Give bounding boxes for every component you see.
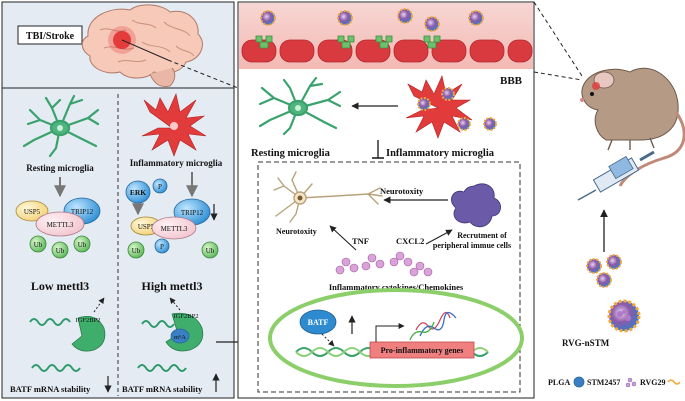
p-mid-2-label: P: [160, 243, 164, 251]
inflammatory-microglia-center: [405, 75, 473, 139]
mrna-left-2: [31, 364, 81, 372]
mrna-left-1: [29, 318, 71, 326]
resting-label-center: Resting microglia: [251, 148, 331, 159]
mettl3-mid-label: METTL3: [161, 225, 188, 233]
m6a-mid-label: m⁶A: [174, 334, 186, 341]
low-mettl3: Low mettl3: [31, 279, 89, 293]
cxcl2-label: CXCL2: [396, 236, 424, 246]
ub-mid-2: [201, 241, 219, 259]
ub-left-2-label: Ub: [56, 247, 65, 255]
brain-image: [81, 4, 203, 87]
cytokines-label: Inflammatory cytokines/Chemokines: [329, 282, 464, 292]
legend-rvg29: RVG29: [640, 378, 666, 387]
arrow-cxcl2: [425, 229, 453, 245]
mouse-zoom-line-2: [533, 71, 583, 81]
igf2bp2-left-label: IGF2BP2: [76, 317, 101, 324]
batf-protein: [299, 309, 337, 335]
batf-stability-left: BATF mRNA stability: [10, 384, 91, 394]
tbi-label: TBI/Stroke: [26, 31, 75, 42]
bbb-label: BBB: [500, 75, 523, 87]
trip12-left-label: TRIP12: [71, 208, 94, 216]
ub-left-1-label: Ub: [34, 241, 43, 249]
syringe-illustration: [577, 150, 655, 201]
legend-plga-icon: [573, 376, 585, 388]
recruitment-line2: peripheral immue cells: [433, 241, 511, 250]
p-mid-2: [154, 238, 170, 254]
resting-title-left: Resting microglia: [26, 163, 94, 173]
igf2bp2-mid-label: IGF2BP2: [174, 313, 199, 320]
dashed-arrow-mid: [169, 297, 181, 311]
legend-stm: STM2457: [587, 378, 620, 387]
ub-mid-1: [127, 241, 145, 259]
mouse-illustration: [580, 67, 685, 187]
legend-rvg29-icon: [667, 379, 681, 385]
nanoparticles-microglia: [417, 87, 497, 131]
ub-left-3-label: Ub: [78, 241, 87, 249]
neurotoxity-left: Neurotoxity: [276, 227, 317, 236]
usp5-left: [15, 200, 49, 222]
legend-plga: PLGA: [548, 378, 570, 387]
mechanism-box: [257, 161, 521, 393]
usp5-left-label: USP5: [24, 208, 41, 216]
inflammatory-title-mid: Inflammatory microglia: [130, 158, 223, 168]
batf-stability-mid: BATF mRNA stability: [122, 384, 203, 394]
inflammatory-label-center: Inflammatory microglia: [386, 148, 495, 159]
batf-dashed-arrow: [321, 333, 335, 347]
neuron: [273, 171, 383, 223]
ub-left-3: [73, 235, 91, 253]
mettl3-left-label: METTL3: [47, 221, 74, 229]
mettl3-mid: [151, 216, 197, 240]
endothelial-cells: [241, 39, 533, 63]
mrna-mid-2: [137, 364, 187, 372]
nucleus-ellipse: [268, 288, 524, 388]
rvg-nstm-particle: [607, 299, 641, 333]
tnf-label: TNF: [352, 236, 369, 246]
nanoparticles-bbb: [260, 8, 484, 32]
mrna-mid-1: [141, 320, 175, 328]
trip12-mid-label: TRIP12: [181, 209, 204, 217]
mrna-transcript: [409, 311, 457, 341]
igf2bp2-left: [71, 315, 106, 352]
transcription-arrow: [375, 323, 405, 342]
zoom-line: [167, 59, 239, 89]
recruitment-line1: Recrutment of: [457, 231, 507, 240]
p-mid-1-label: P: [158, 183, 162, 191]
cytokine-dots: [335, 251, 433, 277]
pro-inflammatory-label: Pro-inflammatory genes: [381, 346, 464, 355]
m6a-mid: [170, 328, 190, 344]
high-mettl3: High mettl3: [142, 279, 203, 293]
neurotoxity-top: Neurotoxity: [380, 186, 424, 196]
arrow-tnf: [329, 225, 357, 251]
nanoparticles-cluster: [586, 254, 622, 288]
rvg-nstm-label: RVG-nSTM: [562, 338, 610, 348]
p-mid-1: [152, 178, 168, 194]
erk-mid-label: ERK: [130, 188, 146, 197]
receptors: [255, 35, 441, 49]
brain-pointer-line: [121, 39, 169, 61]
ub-mid-2-label: Ub: [206, 247, 215, 255]
inflammatory-microglia-mid: [141, 93, 207, 157]
tbi-label-box: [17, 25, 83, 45]
mouse-zoom-line: [533, 1, 583, 77]
legend-stm-icon: [625, 377, 637, 388]
batf-label: BATF: [308, 318, 329, 327]
resting-microglia-left: [22, 94, 100, 158]
resting-microglia-center: [258, 76, 342, 136]
erk-mid: [125, 180, 151, 204]
peripheral-immune-cell: [451, 183, 501, 228]
ub-left-2: [51, 241, 69, 259]
dashed-arrow-left: [93, 297, 105, 313]
mettl3-left: [35, 211, 85, 237]
ub-mid-1-label: Ub: [132, 247, 141, 255]
usp5-mid-label: USP5: [138, 223, 155, 231]
ub-left-1: [29, 235, 47, 253]
pro-inflammatory-box: [369, 341, 475, 359]
